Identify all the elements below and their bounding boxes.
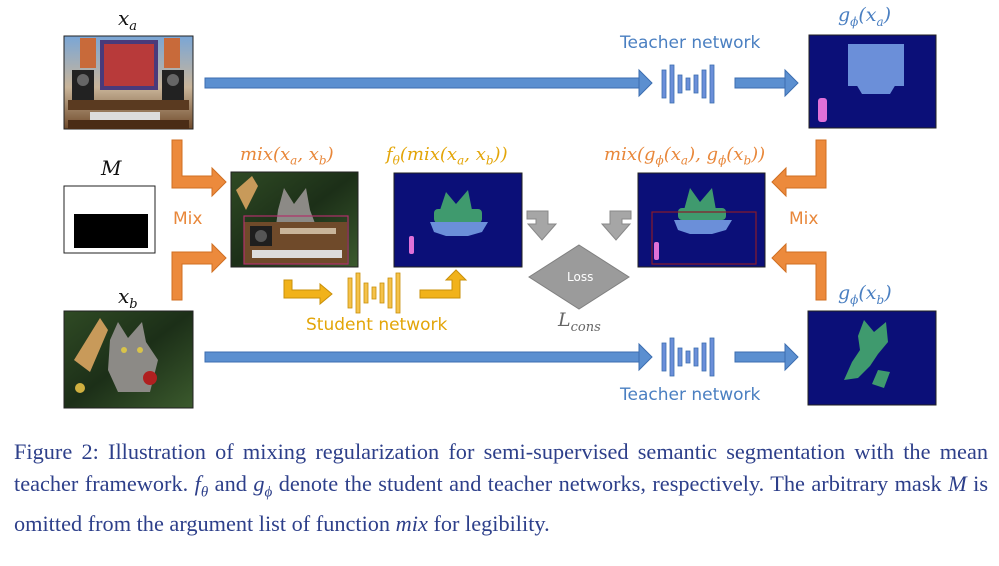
label-student: Student network — [306, 315, 448, 335]
mix-arrow-right-top — [771, 139, 827, 198]
teacher-arrow-top-short — [734, 68, 799, 98]
label-mix-left: Mix — [173, 209, 203, 229]
loss-diamond — [528, 244, 630, 310]
label-g-xa: gϕ(xa) — [838, 4, 892, 29]
label-xb: xb — [118, 284, 138, 312]
label-mix-g: mix(gϕ(xa), gϕ(xb)) — [604, 144, 766, 168]
teacher-arrow-bottom — [204, 342, 653, 372]
teacher-network-top-icon — [661, 64, 715, 104]
image-xb — [63, 310, 194, 409]
student-arrow-out — [419, 269, 468, 299]
loss-arrow-right — [600, 210, 632, 241]
image-mixed — [230, 171, 359, 268]
label-mix-right: Mix — [789, 209, 819, 229]
mixing-diagram — [63, 34, 937, 409]
label-lcons: Lcons — [558, 309, 601, 335]
mix-arrow-left-top — [171, 139, 227, 198]
label-teacher-bottom: Teacher network — [620, 385, 761, 405]
caption-figure-number: Figure 2: — [14, 439, 99, 464]
teacher-arrow-top — [204, 68, 653, 98]
label-teacher-top: Teacher network — [620, 33, 761, 53]
teacher-arrow-bottom-short — [734, 342, 799, 372]
loss-arrow-left — [526, 210, 558, 241]
mask-m — [63, 185, 156, 254]
label-xa: xa — [118, 6, 138, 34]
figure-caption: Figure 2: Illustration of mixing regular… — [14, 439, 989, 537]
image-xa — [63, 35, 194, 130]
label-mask: M — [101, 156, 122, 180]
student-arrow-in — [283, 279, 333, 306]
teacher-network-bottom-icon — [661, 337, 715, 377]
student-prediction — [393, 172, 523, 268]
teacher-prediction-a — [808, 34, 937, 129]
label-f-theta: fθ(mix(xa, xb)) — [386, 144, 508, 168]
student-network-icon — [347, 272, 401, 314]
mix-arrow-left-bottom — [171, 242, 227, 301]
label-mix: mix(xa, xb) — [240, 144, 334, 168]
teacher-prediction-b — [807, 310, 937, 406]
mixed-teacher-prediction — [637, 172, 766, 268]
label-loss: Loss — [567, 270, 594, 284]
mix-arrow-right-bottom — [771, 242, 827, 301]
label-g-xb: gϕ(xb) — [838, 282, 892, 307]
